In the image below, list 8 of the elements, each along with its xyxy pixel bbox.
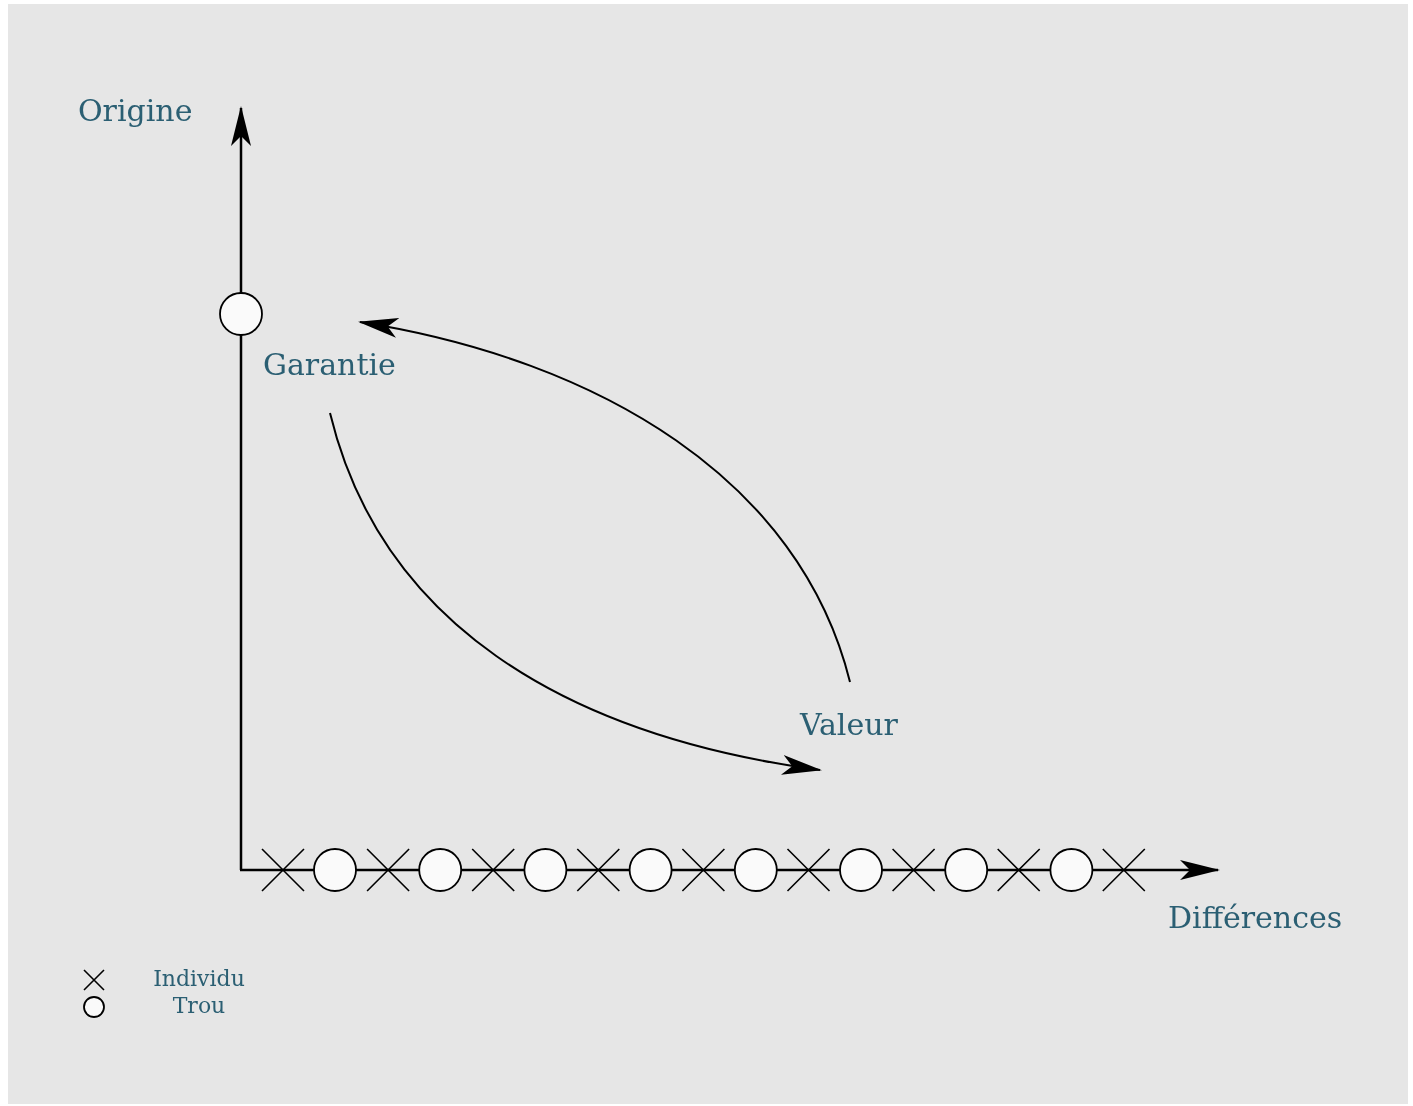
legend-text: Individu xyxy=(152,966,246,991)
curved-arrow xyxy=(358,319,851,683)
axis-title: Différences xyxy=(1168,900,1343,935)
concept-label: Garantie xyxy=(263,347,396,382)
concept-label: Valeur xyxy=(800,707,898,742)
legend-text: Trou xyxy=(171,993,227,1018)
axis-title: Origine xyxy=(78,93,193,128)
curved-arrow xyxy=(329,412,822,774)
